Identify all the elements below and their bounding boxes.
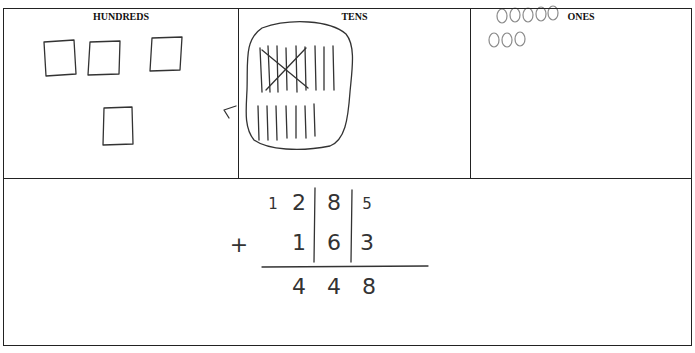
- handwritten-digit: 8: [327, 191, 341, 215]
- place-value-column: HUNDREDS: [3, 8, 239, 179]
- place-value-column: TENS: [238, 8, 471, 179]
- handwritten-digit: 5: [362, 195, 372, 213]
- handwritten-digit: 4: [327, 275, 341, 299]
- place-value-column: ONES: [470, 8, 692, 179]
- handwritten-digit: 8: [362, 275, 376, 299]
- handwritten-digit: 1: [292, 231, 306, 255]
- handwritten-digit: 4: [292, 275, 306, 299]
- handwritten-digit: 1: [268, 195, 278, 213]
- handwritten-digit: +: [230, 233, 248, 257]
- column-heading: ONES: [471, 11, 691, 22]
- handwritten-digit: 2: [292, 191, 306, 215]
- column-heading: HUNDREDS: [4, 11, 238, 22]
- column-heading: TENS: [239, 11, 470, 22]
- addition-box: 1285+163448: [3, 178, 692, 346]
- handwritten-digit: 6: [327, 231, 341, 255]
- handwritten-digit: 3: [360, 231, 374, 255]
